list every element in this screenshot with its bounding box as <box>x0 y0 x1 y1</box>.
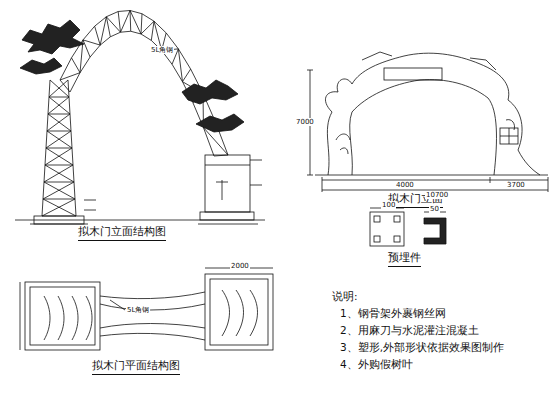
steel-member <box>83 26 95 40</box>
steel-member <box>118 10 130 12</box>
steel-member <box>106 17 110 37</box>
steel-member <box>130 11 132 32</box>
steel-member <box>45 165 73 166</box>
steel-member <box>48 114 71 131</box>
steel-member <box>90 45 100 57</box>
steel-member <box>203 128 214 156</box>
dimension: 7000 <box>295 118 315 126</box>
dimension: 3700 <box>506 181 526 189</box>
steel-member <box>45 148 72 165</box>
steel-member <box>130 11 142 14</box>
steel-member <box>100 17 106 45</box>
steel-member <box>47 131 71 132</box>
steel-member <box>83 40 100 45</box>
steel-member <box>46 148 72 149</box>
steel-member <box>49 80 68 97</box>
steel-member <box>49 97 70 114</box>
steel-member <box>106 17 120 32</box>
steel-member <box>46 131 71 148</box>
member-label: 5L角钢 <box>150 46 174 54</box>
steel-member <box>42 199 75 216</box>
view-title: 拟木门平面结构图 <box>92 360 180 375</box>
steel-member <box>130 11 141 34</box>
steel-member <box>60 80 70 92</box>
steel-member <box>141 14 142 34</box>
dimension: 100 <box>381 201 396 209</box>
dimension: 50 <box>429 205 440 213</box>
steel-member <box>95 26 101 45</box>
structure-elevation <box>15 11 265 224</box>
note-line: 1、钢骨架外裹钢丝网 <box>340 307 446 319</box>
steel-member <box>151 21 154 40</box>
steel-member <box>44 165 73 182</box>
note-line: 2、用麻刀与水泥灌注混凝土 <box>340 324 479 336</box>
note-heading: 说明: <box>332 290 358 302</box>
steel-member <box>141 21 154 34</box>
note-line: 4、外购假树叶 <box>340 358 413 370</box>
member-label: 5L角钢 <box>126 306 150 314</box>
steel-member <box>121 11 131 33</box>
steel-member <box>106 12 118 17</box>
steel-member <box>45 165 74 182</box>
steel-member <box>44 182 74 183</box>
steel-member <box>50 80 69 97</box>
dimension: 10700 <box>425 191 449 199</box>
steel-member <box>49 97 69 98</box>
steel-member <box>47 131 72 148</box>
steel-member <box>47 114 70 131</box>
steel-member <box>142 14 154 21</box>
view-title: 拟木门立面结构图 <box>78 226 166 241</box>
dimension: 4000 <box>395 181 415 189</box>
steel-member <box>141 34 151 40</box>
gate-elevation <box>307 52 548 192</box>
steel-member <box>83 40 90 57</box>
steel-member <box>43 199 75 200</box>
steel-member <box>110 32 120 37</box>
steel-member <box>43 199 76 216</box>
steel-member <box>71 58 80 73</box>
view-title: 预埋件 <box>388 252 421 267</box>
steel-member <box>42 216 76 217</box>
steel-member <box>46 148 73 165</box>
steel-member <box>182 69 190 82</box>
steel-member <box>60 73 80 80</box>
steel-member <box>121 31 131 33</box>
steel-member <box>131 31 141 34</box>
steel-member <box>44 182 75 199</box>
steel-member <box>178 49 182 82</box>
note-line: 3、塑形,外部形状依据效果图制作 <box>340 341 504 353</box>
dimension: 2000 <box>230 262 250 270</box>
steel-member <box>48 97 69 114</box>
structure-plan <box>20 268 273 350</box>
steel-member <box>118 12 120 33</box>
steel-member <box>43 182 74 199</box>
steel-member <box>48 114 70 115</box>
embedded-plate <box>370 208 446 246</box>
